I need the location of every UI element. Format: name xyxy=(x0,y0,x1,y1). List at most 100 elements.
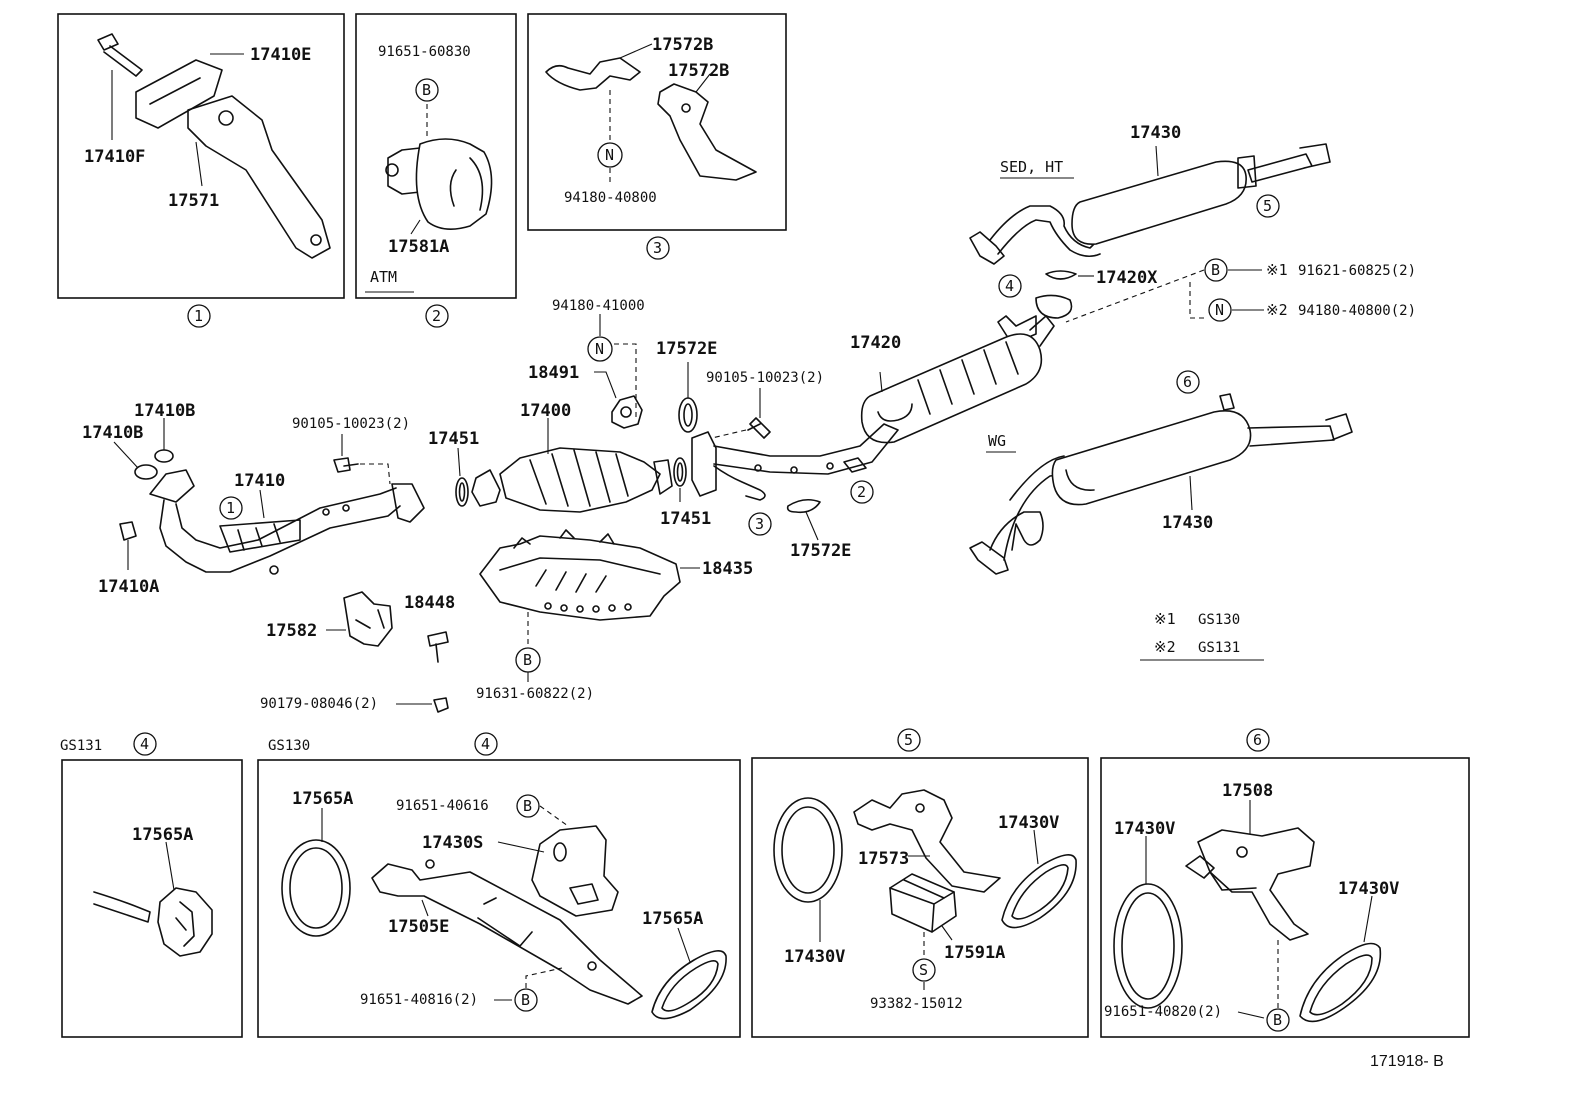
marker-4-circle-gs131 xyxy=(133,732,157,756)
variant-atm: ATM xyxy=(370,268,397,286)
marker-4-circle-main xyxy=(998,274,1022,298)
marker-5-circle-main xyxy=(1256,194,1280,218)
intermediate-pipe xyxy=(691,423,899,501)
gasket-17451-right xyxy=(673,457,687,487)
label-91651-40820: 91651-40820(2) xyxy=(1104,1004,1222,1020)
bracket-17582 xyxy=(343,591,393,647)
callout-b-60825 xyxy=(1204,258,1228,282)
label-90105-10023-mid: 90105-10023(2) xyxy=(706,370,824,386)
callout-n-41000-letter: N xyxy=(595,340,604,358)
ring-17430V-6b xyxy=(1299,942,1382,1023)
label-17430V-6b: 17430V xyxy=(1338,879,1399,899)
ring-17430V-5b xyxy=(1001,854,1077,929)
label-17430V-5b: 17430V xyxy=(998,813,1059,833)
marker-4-label-gs130: 4 xyxy=(481,735,490,753)
bracket-17508 xyxy=(1197,827,1315,941)
label-17571: 17571 xyxy=(168,191,219,211)
diagram-id: 171918- B xyxy=(1370,1053,1444,1070)
label-17410B-1: 17410B xyxy=(82,423,143,443)
inset-5 xyxy=(751,757,1089,1038)
callout-b-40816 xyxy=(514,988,538,1012)
muffler-wg xyxy=(969,393,1353,575)
marker-2-label: 2 xyxy=(432,307,441,325)
callout-n-40800-2 xyxy=(1208,298,1232,322)
hanger-17565A-gs131 xyxy=(157,887,213,957)
callout-n-40800-2-letter: N xyxy=(1215,301,1224,319)
variant-gs130: GS130 xyxy=(268,738,310,754)
inset-4-gs131 xyxy=(61,759,243,1038)
callout-s-15012 xyxy=(912,958,936,982)
gasket-17572E-bot xyxy=(786,498,821,514)
label-17410E: 17410E xyxy=(250,45,311,65)
label-17591A: 17591A xyxy=(944,943,1005,963)
note2-mark-legend: ※2 xyxy=(1154,638,1176,656)
label-17451-left: 17451 xyxy=(428,429,479,449)
marker-5-label-inset: 5 xyxy=(904,731,913,749)
label-17572E-bot: 17572E xyxy=(790,541,851,561)
label-17505E: 17505E xyxy=(388,917,449,937)
label-17572E-top: 17572E xyxy=(656,339,717,359)
bolt-90105-mid xyxy=(747,417,771,439)
callout-b-40820 xyxy=(1266,1008,1290,1032)
marker-1-label: 1 xyxy=(194,307,203,325)
center-muffler-17420 xyxy=(860,315,1055,444)
label-93382-15012: 93382-15012 xyxy=(870,996,963,1012)
marker-6-label-inset: 6 xyxy=(1253,731,1262,749)
gasket-17451-left xyxy=(455,477,469,507)
bracket-17573 xyxy=(853,789,1001,893)
label-17508: 17508 xyxy=(1222,781,1273,801)
label-94180-41000: 94180-41000 xyxy=(552,298,645,314)
callout-b-40616 xyxy=(516,794,540,818)
label-91651-40616: 91651-40616 xyxy=(396,798,489,814)
label-94180-40800-2: 94180-40800(2) xyxy=(1298,303,1416,319)
bracket-17505E xyxy=(371,863,643,1005)
marker-3-label: 3 xyxy=(653,239,662,257)
label-17581A: 17581A xyxy=(388,237,449,257)
marker-1-circle-main xyxy=(219,496,243,520)
label-18435: 18435 xyxy=(702,559,753,579)
label-17420X: 17420X xyxy=(1096,268,1158,288)
label-17410: 17410 xyxy=(234,471,285,491)
marker-6-circle-inset xyxy=(1246,728,1270,752)
label-17565A-2: 17565A xyxy=(642,909,703,929)
note1-model: GS130 xyxy=(1198,612,1240,628)
inset-4-gs130 xyxy=(257,759,741,1038)
note2-model: GS131 xyxy=(1198,640,1240,656)
marker-3-label-main: 3 xyxy=(755,515,764,533)
marker-2-circle xyxy=(425,304,449,328)
marker-1-label-main: 1 xyxy=(226,499,235,517)
label-17430S: 17430S xyxy=(422,833,483,853)
flange-17420-outlet xyxy=(1035,294,1073,319)
callout-b-40616-letter: B xyxy=(523,797,532,815)
callout-n-40800 xyxy=(597,142,623,168)
label-18448: 18448 xyxy=(404,593,455,613)
marker-4-label-gs131: 4 xyxy=(140,735,149,753)
label-94180-40800: 94180-40800 xyxy=(564,190,657,206)
callout-s-15012-letter: S xyxy=(919,961,928,979)
label-91651-60830: 91651-60830 xyxy=(378,44,471,60)
nut-90179 xyxy=(433,697,449,713)
label-17410F: 17410F xyxy=(84,147,145,167)
ring-17565A-2 xyxy=(651,950,727,1020)
note1-mark-legend: ※1 xyxy=(1154,610,1176,628)
label-91621-60825: 91621-60825(2) xyxy=(1298,263,1416,279)
label-17565A-gs131: 17565A xyxy=(132,825,193,845)
inset-6 xyxy=(1100,757,1470,1038)
label-17430V-6a: 17430V xyxy=(1114,819,1175,839)
marker-6-circle-main xyxy=(1176,370,1200,394)
label-17410B-2: 17410B xyxy=(134,401,195,421)
label-17400: 17400 xyxy=(520,401,571,421)
marker-6-label-main: 6 xyxy=(1183,373,1192,391)
bolt-18448 xyxy=(427,631,449,663)
marker-3-circle-main xyxy=(748,512,772,536)
nut-17410A xyxy=(119,521,137,541)
muffler-sed-ht xyxy=(969,143,1331,265)
marker-2-label-main: 2 xyxy=(857,483,866,501)
marker-3-circle xyxy=(646,236,670,260)
callout-b-60830-letter: B xyxy=(422,81,431,99)
inset-1-bracket xyxy=(57,13,345,299)
ring-17430V-6a xyxy=(1113,883,1183,1009)
label-90179-08046: 90179-08046(2) xyxy=(260,696,378,712)
label-17565A-1: 17565A xyxy=(292,789,353,809)
ring-17565A-1 xyxy=(281,839,351,937)
